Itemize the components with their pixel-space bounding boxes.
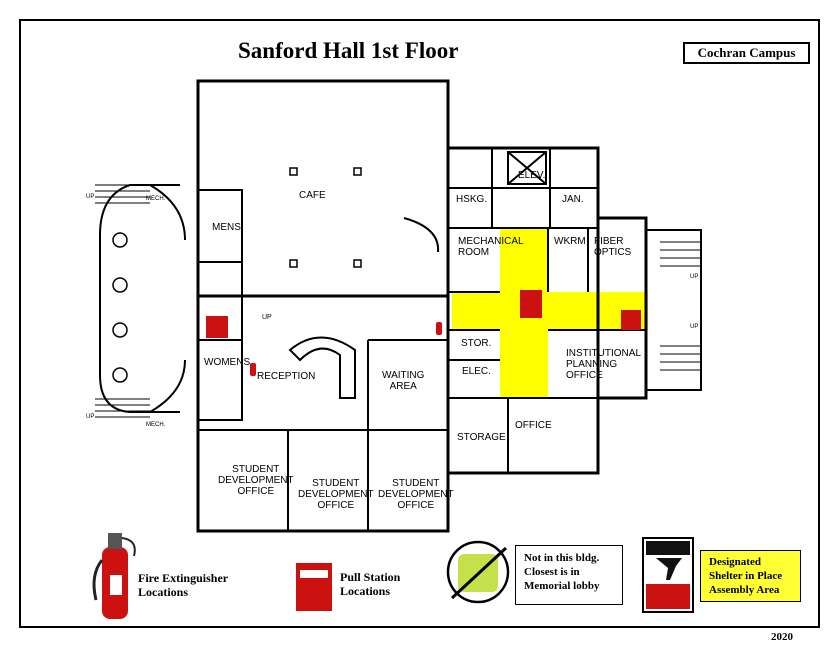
aed-icon: [446, 540, 510, 604]
shelter-sign-icon: [642, 537, 694, 613]
map-frame: [19, 19, 820, 628]
room-womens: WOMENS: [204, 357, 251, 368]
pull-station-icon: [296, 563, 332, 611]
extinguisher-icon: [92, 533, 136, 619]
room-elevator: ELEV.: [518, 170, 546, 181]
room-cafe: CAFE: [299, 190, 326, 201]
room-hskg: HSKG.: [456, 194, 488, 205]
room-janitor: JAN.: [562, 194, 584, 205]
stair-up-label: UP: [690, 324, 699, 330]
stair-up-label: UP: [262, 314, 272, 321]
room-electrical: ELEC.: [462, 366, 491, 377]
room-wkrm: WKRM: [554, 236, 586, 247]
room-storage: STORAGE: [457, 432, 506, 443]
campus-label: Cochran Campus: [683, 42, 810, 64]
room-office: OFFICE: [515, 420, 552, 431]
shelter-area-horizontal: [452, 292, 648, 330]
stair-up-label: UP: [86, 194, 95, 200]
room-storage-small: STOR.: [461, 338, 492, 349]
room-mens: MENS: [212, 222, 241, 233]
mech-label: MECH.: [146, 196, 166, 202]
year-label: 2020: [771, 631, 793, 643]
mech-label: MECH.: [146, 422, 166, 428]
restroom-column: [197, 189, 243, 421]
room-reception: RECEPTION: [257, 371, 316, 382]
cafe-walls: [196, 79, 450, 298]
stair-up-label: UP: [690, 274, 699, 280]
map-title: Sanford Hall 1st Floor: [238, 38, 459, 63]
stair-up-label: UP: [86, 414, 95, 420]
